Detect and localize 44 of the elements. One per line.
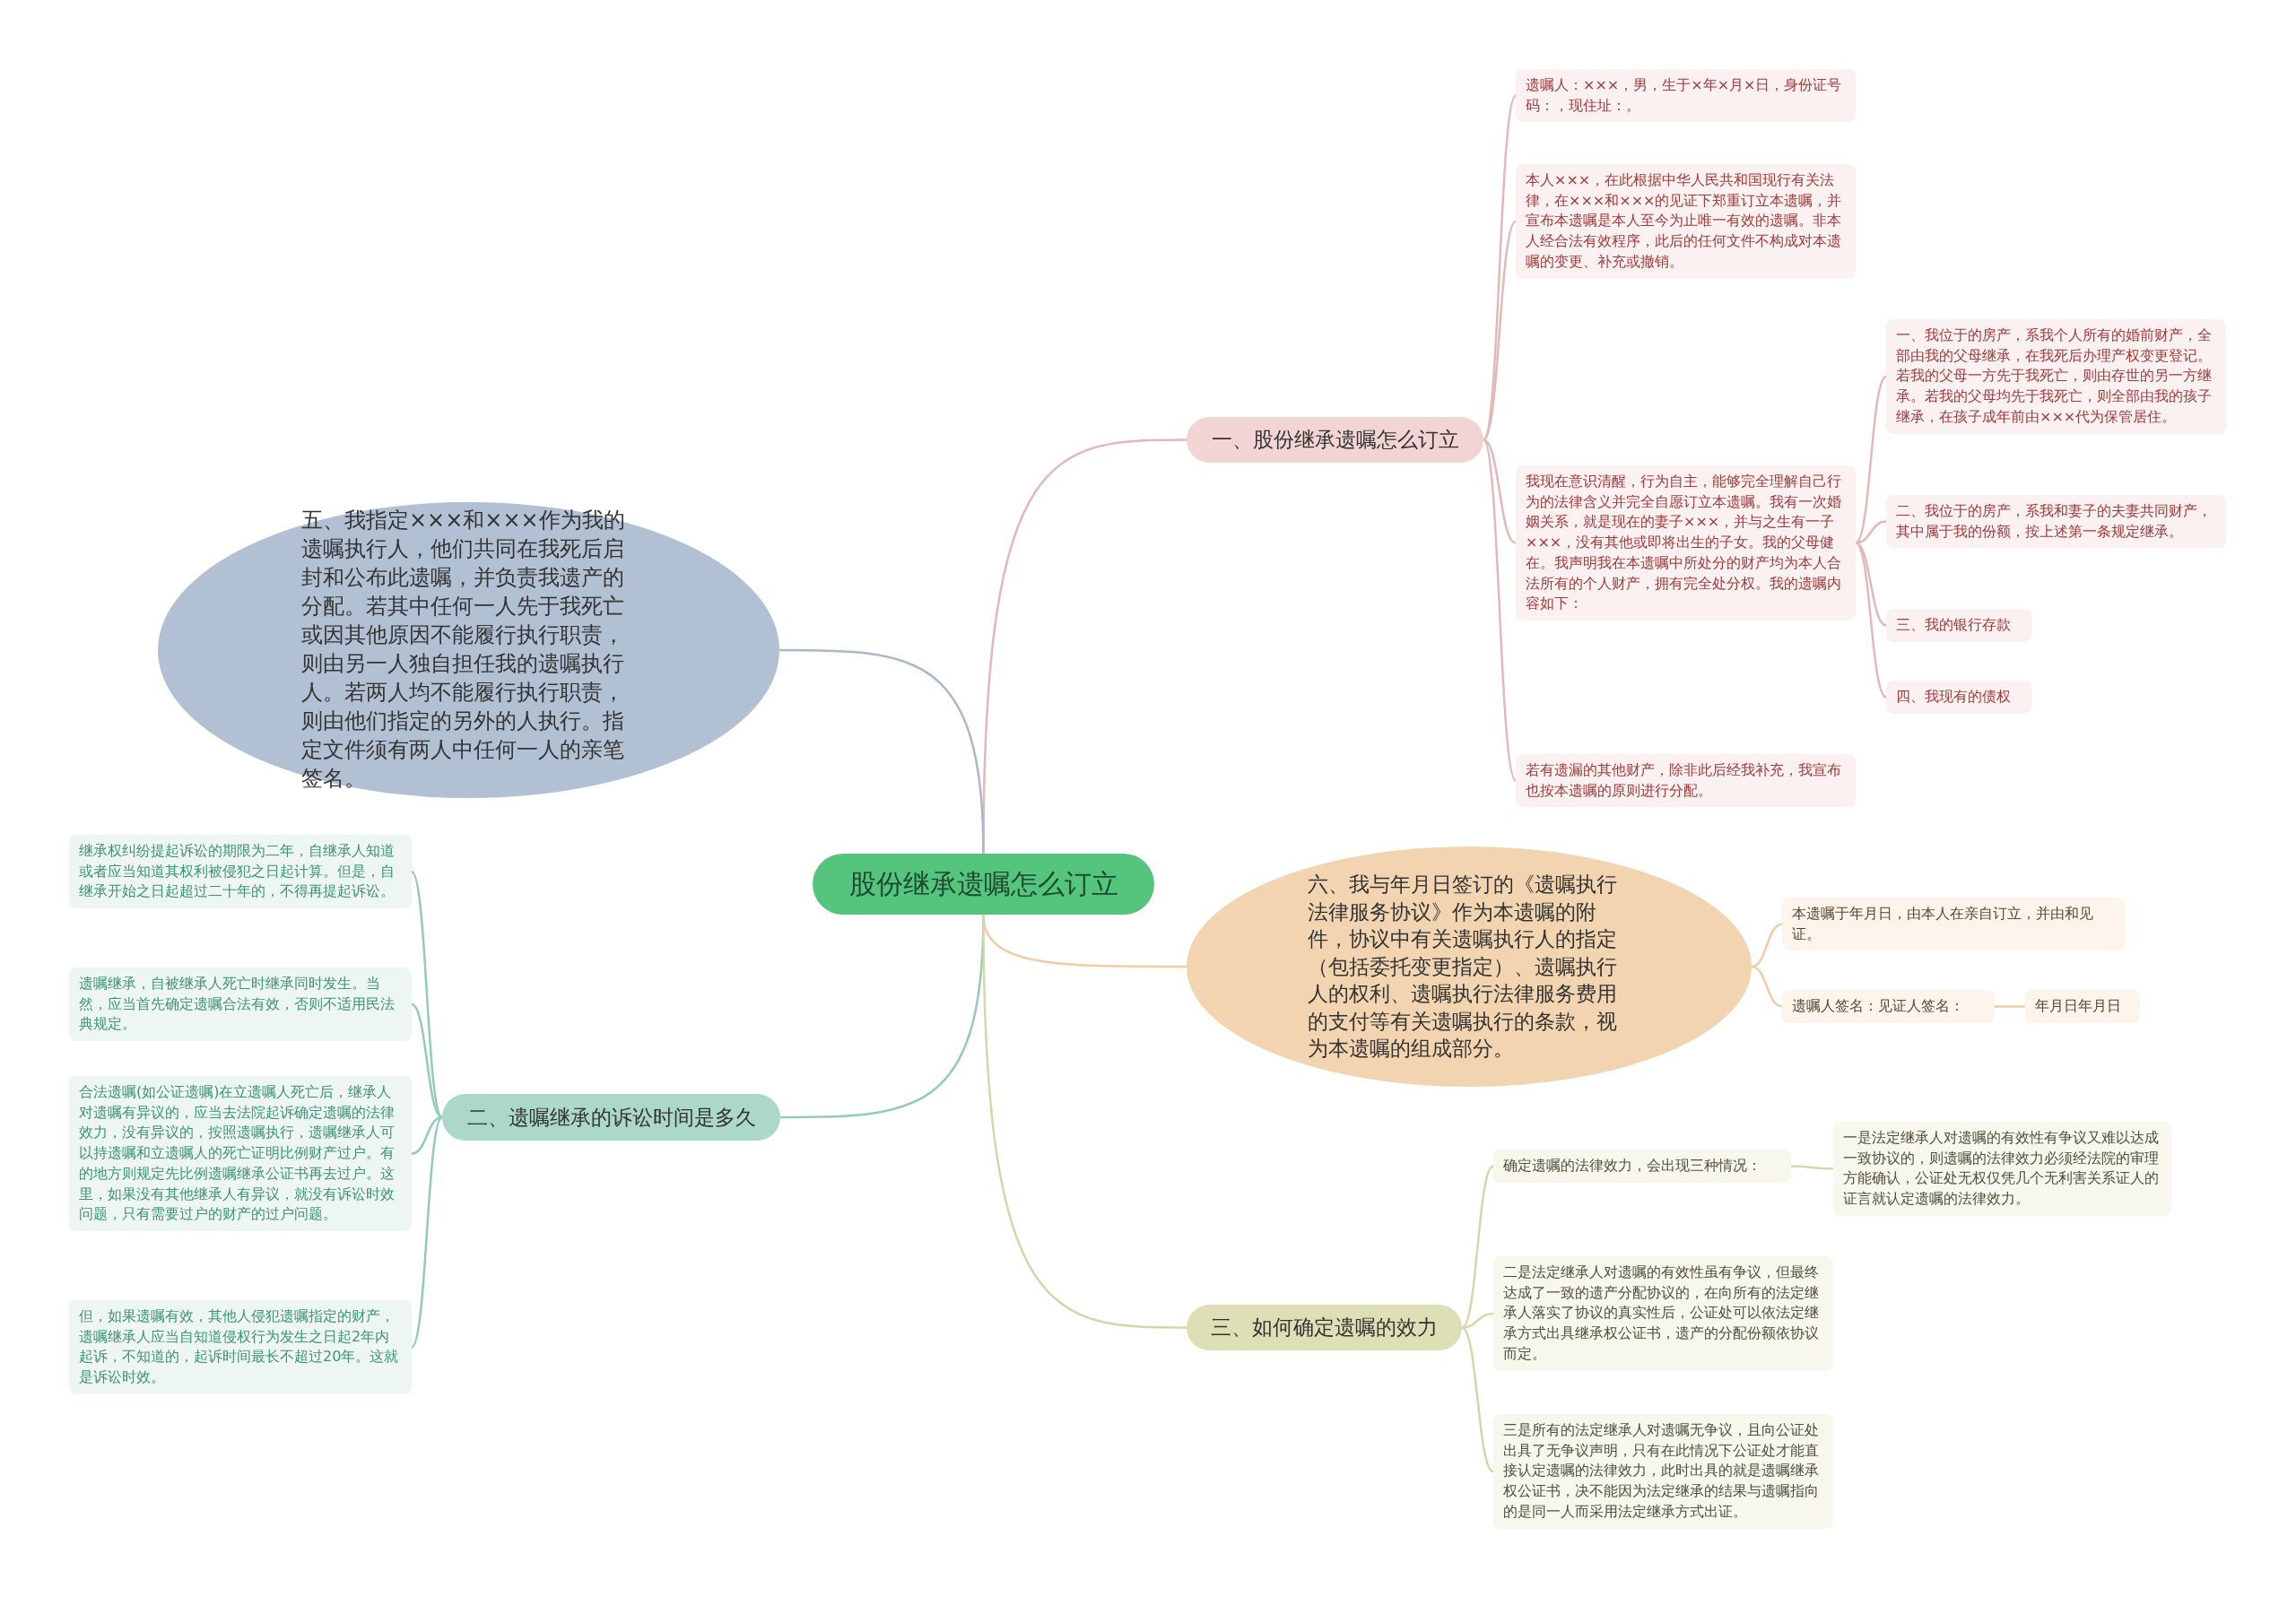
connector-line bbox=[1791, 1165, 1833, 1170]
note-card: 三、我的银行存款 bbox=[1886, 609, 2031, 642]
connector-line bbox=[1461, 1165, 1494, 1329]
branch-topic: 二、遗嘱继承的诉讼时间是多久 bbox=[442, 1094, 780, 1141]
topic-text: 五、我指定×××和×××作为我的遗嘱执行人，他们共同在我死后启封和公布此遗嘱，并负责我遗产的分配。若其中任何一人先于我死亡或因其他原因不能履行执行职责，则由另一人独自担任我的遗嘱执行人。若两人均不能履行执行职责，则由他们指定的另外的人执行。指定文件须有两人中任何一人的亲笔签名。 bbox=[301, 507, 626, 793]
note-card: 年月日年月日 bbox=[2025, 990, 2140, 1023]
connector-line bbox=[1461, 1326, 1494, 1472]
note-card: 遗嘱继承，自被继承人死亡时继承同时发生。当然，应当首先确定遗嘱合法有效，否则不适用民法典规定。 bbox=[69, 968, 412, 1042]
note-card: 我现在意识清醒，行为自主，能够完全理解自己行为的法律含义并完全自愿订立本遗嘱。我有一次婚姻关系，就是现在的妻子×××，并与之生有一子×××，没有其他或即将出生的子女。我的父母健在。我声明我在本遗嘱中所处分的财产均为本人合法所有的个人财产，拥有完全处分权。我的遗嘱内容如下： bbox=[1516, 465, 1856, 621]
connector-line bbox=[411, 1116, 443, 1349]
connector-line bbox=[411, 871, 443, 1118]
note-card: 一、我位于的房产，系我个人所有的婚前财产，全部由我的父母继承，在我死后办理产权变更登记。若我的父母一方先于我死亡，则由存世的另一方继承。若我的父母均先于我死亡，则全部由我的孩子继承，在孩子成年前由×××代为保管居住。 bbox=[1886, 319, 2226, 434]
note-card: 三是所有的法定继承人对遗嘱无争议，且向公证处出具了无争议声明，只有在此情况下公证处才能直接认定遗嘱的法律效力，此时出具的就是遗嘱继承权公证书，决不能因为法定继承的结果与遗嘱指向的是同一人而采用法定继承方式出证。 bbox=[1493, 1414, 1833, 1529]
note-card: 遗嘱人签名：见证人签名： bbox=[1782, 990, 1995, 1023]
connector-line bbox=[982, 915, 1187, 1329]
connector-line bbox=[1995, 1005, 2025, 1008]
branch-topic: 三、如何确定遗嘱的效力 bbox=[1187, 1305, 1462, 1350]
connector-line bbox=[1855, 542, 1887, 699]
connector-line bbox=[1855, 542, 1887, 627]
note-card: 二、我位于的房产，系我和妻子的夫妻共同财产，其中属于我的份额，按上述第一条规定继承。 bbox=[1886, 495, 2226, 549]
connector-line bbox=[779, 648, 985, 855]
note-card: 合法遗嘱(如公证遗嘱)在立遗嘱人死亡后，继承人对遗嘱有异议的，应当去法院起诉确定遗嘱的法律效力，没有异议的，按照遗嘱执行，遗嘱继承人可以持遗嘱和立遗嘱人的死亡证明比例财产过户。有的地方则规定先比例遗嘱继承公证书再去过户。这里，如果没有其他继承人有异议，就没有诉讼时效问题，只有需要过户的财产的过户问题。 bbox=[69, 1076, 412, 1232]
connector-line bbox=[1751, 923, 1783, 968]
note-card: 本遗嘱于年月日，由本人在亲自订立，并由和见证。 bbox=[1782, 898, 2126, 951]
note-card: 本人×××，在此根据中华人民共和国现行有关法律，在×××和×××的见证下郑重订立本遗嘱，并宣布本遗嘱是本人至今为止唯一有效的遗嘱。非本人经合法有效程序，此后的任何文件不构成对本遗嘱的变更、补充或撤销。 bbox=[1516, 164, 1856, 279]
branch-topic: 一、股份继承遗嘱怎么订立 bbox=[1187, 417, 1483, 463]
note-card: 二是法定继承人对遗嘱的有效性虽有争议，但最终达成了一致的遗产分配协议的，在向所有的法定继承人落实了协议的真实性后，公证处可以依法定继承方式出具继承权公证书，遗产的分配份额依协议而定。 bbox=[1493, 1256, 1833, 1371]
note-card: 确定遗嘱的法律效力，会出现三种情况： bbox=[1493, 1150, 1791, 1183]
connector-line bbox=[1751, 965, 1783, 1008]
central-topic: 股份继承遗嘱怎么订立 bbox=[813, 854, 1154, 915]
connector-line bbox=[1482, 438, 1518, 782]
note-card: 遗嘱人：×××，男，生于×年×月×日，身份证号码：，现住址：。 bbox=[1516, 69, 1856, 123]
connector-line bbox=[1483, 221, 1517, 441]
connector-line bbox=[411, 1115, 443, 1155]
note-card: 四、我现有的债权 bbox=[1886, 681, 2031, 714]
note-card: 若有遗漏的其他财产，除非此后经我补充，我宣布也按本遗嘱的原则进行分配。 bbox=[1516, 754, 1856, 808]
note-card: 一是法定继承人对遗嘱的有效性有争议又难以达成一致协议的，则遗嘱的法律效力必须经法院的审理方能确认，公证处无权仅凭几个无利害关系证人的证言就认定遗嘱的法律效力。 bbox=[1833, 1122, 2171, 1216]
note-card: 继承权纠纷提起诉讼的期限为二年，自继承人知道或者应当知道其权利被侵犯之日起计算。但是，自继承开始之日起超过二十年的，不得再提起诉讼。 bbox=[69, 835, 412, 909]
connector-line bbox=[1483, 438, 1517, 544]
connector-line bbox=[1461, 1312, 1494, 1329]
note-card: 但，如果遗嘱有效，其他人侵犯遗嘱指定的财产，遗嘱继承人应当自知道侵权行为发生之日起2年内起诉，不知道的，起诉时间最长不超过20年。这就是诉讼时效。 bbox=[69, 1300, 412, 1394]
topic-text: 六、我与年月日签订的《遗嘱执行法律服务协议》作为本遗嘱的附件，协议中有关遗嘱执行人的指定（包括委托变更指定）、遗嘱执行人的权利、遗嘱执行法律服务费用的支付等有关遗嘱执行的条款，视为本遗嘱的组成部分。 bbox=[1308, 871, 1618, 1063]
connector-line bbox=[1855, 376, 1887, 544]
connector-line bbox=[411, 1002, 443, 1119]
